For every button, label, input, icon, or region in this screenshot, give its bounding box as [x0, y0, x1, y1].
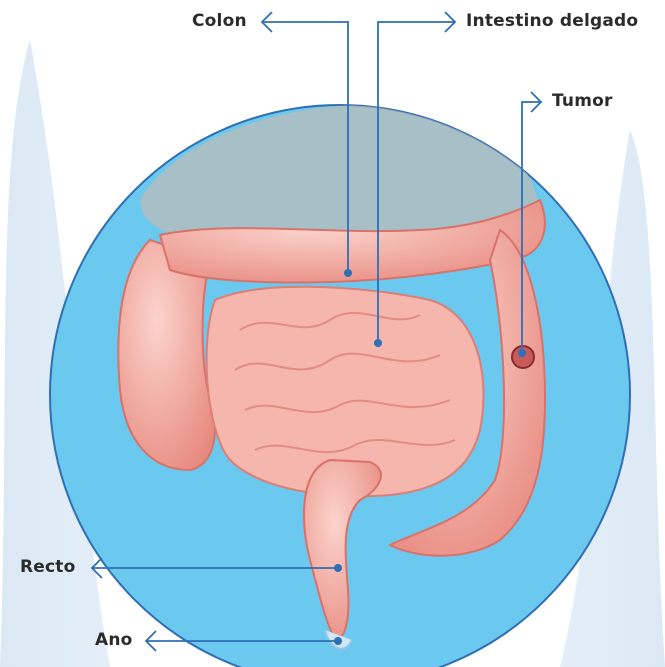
small-intestine-label: Intestino delgado	[466, 11, 638, 31]
colon-label: Colon	[192, 11, 247, 31]
anus-label: Ano	[95, 630, 133, 650]
rectum-label: Recto	[20, 557, 76, 577]
tumor-label: Tumor	[552, 91, 613, 111]
